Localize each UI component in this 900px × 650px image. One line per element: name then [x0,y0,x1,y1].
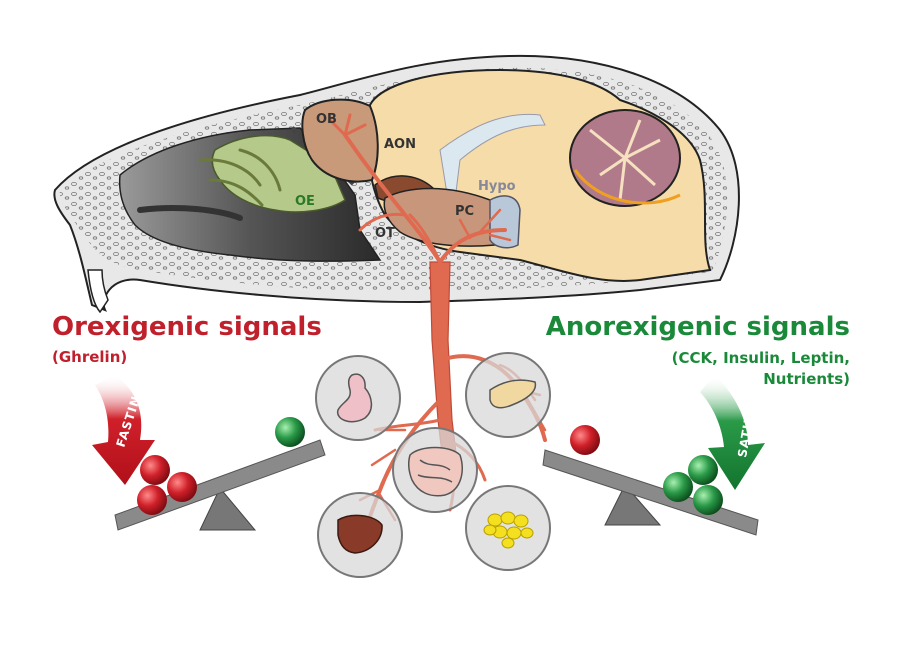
organ-liver [317,492,403,578]
anorexigenic-subtitle: (CCK, Insulin, Leptin, Nutrients) [672,348,850,390]
organ-fat [465,485,551,571]
olfactory-bulb [301,98,379,183]
label-ob: OB [316,112,337,127]
liver-icon [337,514,383,554]
fat-cells-icon [483,511,534,549]
label-hypo: Hypo [478,179,516,194]
anorexigenic-subtitle-line2: Nutrients) [763,370,850,388]
label-ot: OT [375,226,395,241]
organ-intestine [392,427,478,513]
orexigenic-title: Orexigenic signals [52,312,322,342]
label-aon: AON [384,137,416,152]
intestine-icon [407,446,463,497]
organ-stomach [315,355,401,441]
label-oe: OE [295,194,315,209]
label-pc: PC [455,204,474,219]
orexigenic-subtitle: (Ghrelin) [52,348,128,366]
stomach-icon [337,373,373,423]
left-seesaw [114,417,326,531]
anorexigenic-subtitle-line1: (CCK, Insulin, Leptin, [671,349,850,367]
anorexigenic-title: Anorexigenic signals [545,312,850,342]
pancreas-icon [489,379,537,409]
right-seesaw [542,425,759,536]
hypothalamus [489,195,521,249]
organ-pancreas [465,352,551,438]
